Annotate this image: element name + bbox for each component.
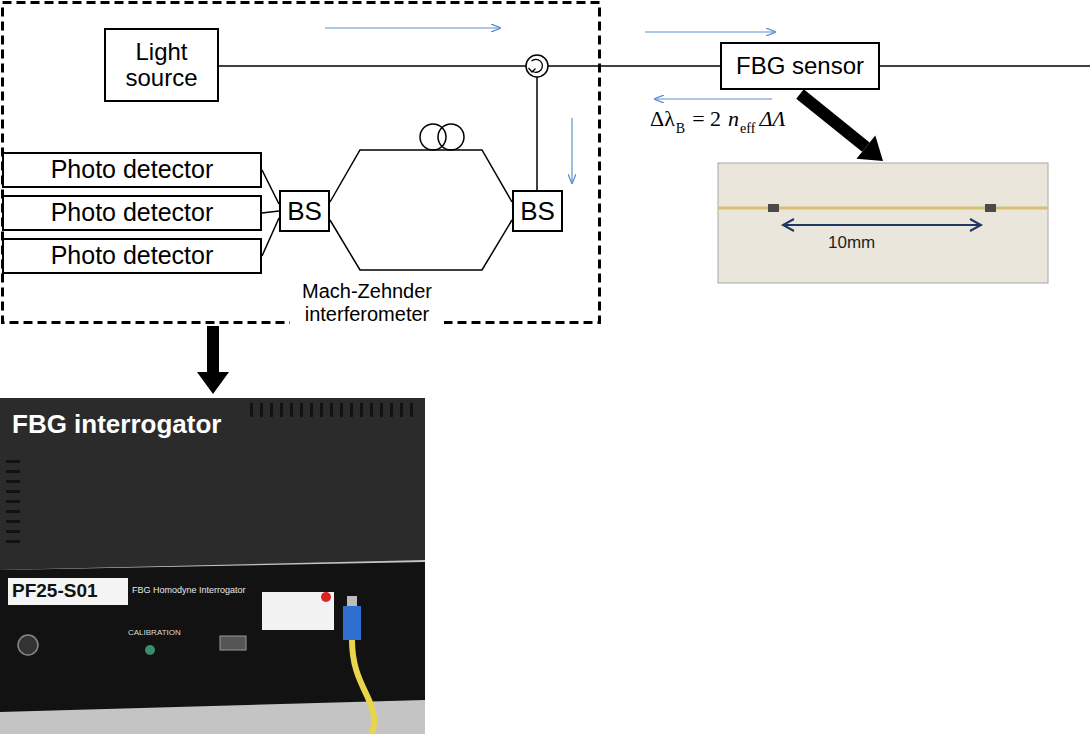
photo-caption: FBG interrogator bbox=[12, 410, 221, 440]
source-box: Light source bbox=[104, 28, 219, 102]
signal-arrow bbox=[655, 98, 772, 99]
pointer-arrow bbox=[796, 89, 883, 161]
circulator-symbol bbox=[526, 55, 548, 77]
pointer-arrow bbox=[197, 326, 229, 394]
formula-symbol: n bbox=[728, 106, 739, 132]
calibration-knob bbox=[145, 645, 155, 655]
device-label: CALIBRATION bbox=[128, 628, 181, 637]
grating-mark bbox=[768, 204, 779, 212]
box-label: Light source bbox=[110, 39, 213, 92]
optical-fiber bbox=[718, 207, 1048, 210]
component-label: Mach-Zehnder interferometer bbox=[290, 280, 444, 326]
formula-symbol: ΔΛ bbox=[759, 106, 785, 132]
interrogator-region bbox=[3, 3, 600, 323]
device-label: FBG Homodyne Interrogator bbox=[132, 585, 246, 595]
circulator-symbol bbox=[529, 68, 536, 72]
sensor-photo bbox=[718, 163, 1048, 283]
formula-symbol: = 2 bbox=[692, 106, 721, 132]
power-switch bbox=[18, 635, 38, 655]
fiber-line bbox=[880, 65, 1090, 67]
interrogator-photo bbox=[0, 398, 425, 734]
fiber-line bbox=[217, 65, 526, 67]
box-label: FBG sensor bbox=[736, 53, 864, 79]
model-plate bbox=[8, 578, 128, 605]
box-label: BS bbox=[287, 197, 322, 226]
splitter-box: BS bbox=[512, 190, 563, 232]
model-number: PF25-S01 bbox=[12, 580, 98, 602]
sensor-photo: 10mm bbox=[718, 163, 1048, 283]
fiber-cable bbox=[352, 640, 374, 734]
signal-arrow bbox=[645, 31, 775, 32]
fiber-connector bbox=[262, 211, 279, 213]
fiber-line bbox=[548, 65, 720, 67]
photo-caption: 10mm bbox=[828, 233, 875, 253]
splitter-box: BS bbox=[279, 190, 330, 232]
dimension-arrow bbox=[784, 224, 980, 226]
device-sticker bbox=[262, 592, 334, 630]
detector-box: Photo detector bbox=[2, 238, 262, 274]
formula-subscript: eff bbox=[740, 121, 755, 138]
fiber-connector bbox=[330, 150, 512, 202]
interrogator-photo: FBG interrogator bbox=[0, 398, 425, 734]
usb-port bbox=[220, 636, 246, 650]
box-label: Photo detector bbox=[51, 242, 214, 270]
sensor-box: FBG sensor bbox=[720, 42, 880, 90]
grating-mark bbox=[985, 204, 996, 212]
fiber-connector bbox=[262, 170, 279, 204]
fiber-connector bbox=[262, 218, 279, 256]
vent-slots bbox=[6, 403, 413, 543]
device-top bbox=[0, 398, 425, 570]
fiber-coil bbox=[438, 124, 464, 150]
fiber-connector bbox=[330, 220, 512, 270]
signal-arrow bbox=[571, 118, 572, 183]
dimension-arrow bbox=[970, 219, 981, 231]
formula-subscript: B bbox=[676, 121, 685, 138]
detector-box: Photo detector bbox=[2, 195, 262, 231]
detector-box: Photo detector bbox=[2, 152, 262, 188]
fiber-line bbox=[536, 77, 538, 190]
formula: ΔλB= 2neffΔΛ bbox=[650, 106, 786, 132]
box-label: Photo detector bbox=[51, 199, 214, 227]
formula-symbol: Δλ bbox=[650, 106, 675, 132]
device-sticker bbox=[321, 592, 331, 602]
dimension-arrow bbox=[783, 219, 794, 231]
signal-arrow bbox=[325, 27, 500, 28]
fiber-connector bbox=[343, 606, 361, 640]
box-label: BS bbox=[520, 197, 555, 226]
box-label: Photo detector bbox=[51, 156, 214, 184]
